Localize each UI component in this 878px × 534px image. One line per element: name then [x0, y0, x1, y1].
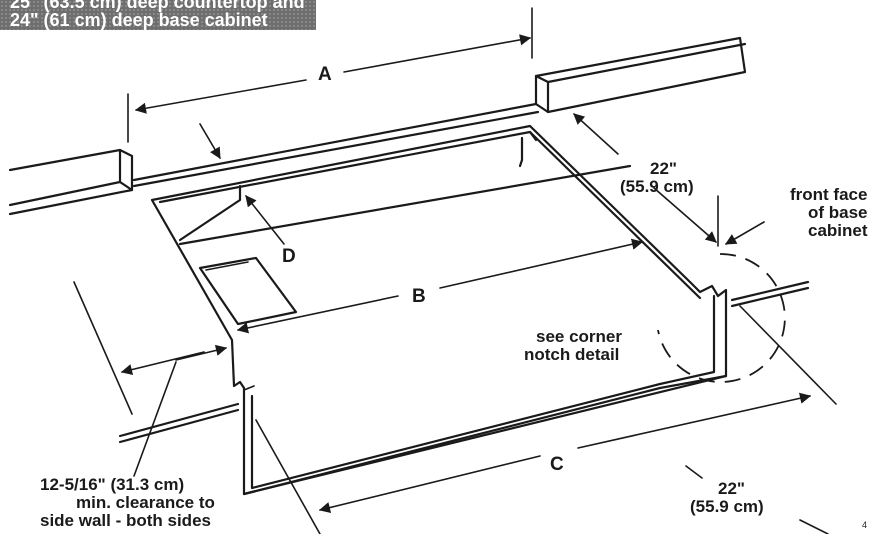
front-face-line-2: of base — [808, 203, 868, 222]
dimension-lines — [73, 7, 837, 534]
clearance-line-1: 12-5/16" (31.3 cm) — [40, 475, 184, 494]
corner-mark: 4 — [862, 520, 867, 530]
banner-line-2: 24" (61 cm) deep base cabinet — [10, 10, 268, 30]
front-face-line-1: front face — [790, 185, 867, 204]
depth-top-inches: 22" — [650, 159, 677, 178]
depth-bottom-inches: 22" — [718, 479, 745, 498]
diagram-labels: A B C D 22" (55.9 cm) front face of base… — [40, 64, 868, 530]
front-face-line-3: cabinet — [808, 221, 868, 240]
banner-line-1: 25" (63.5 cm) deep countertop and — [10, 0, 305, 12]
notch-detail-line-1: see corner — [536, 327, 622, 346]
label-d: D — [282, 246, 296, 267]
corner-notch-circle — [657, 253, 786, 383]
depth-bottom-cm: (55.9 cm) — [690, 497, 764, 516]
label-a: A — [318, 64, 332, 85]
left-rear-cabinet — [8, 148, 134, 216]
clearance-line-3: side wall - both sides — [40, 511, 211, 530]
title-banner: 25" (63.5 cm) deep countertop and 24" (6… — [0, 0, 316, 30]
label-b: B — [412, 286, 426, 307]
right-rear-cabinet — [534, 36, 747, 114]
label-c: C — [550, 454, 564, 475]
cutout-outline — [118, 102, 810, 496]
clearance-line-2: min. clearance to — [76, 493, 215, 512]
depth-top-cm: (55.9 cm) — [620, 177, 694, 196]
notch-detail-line-2: notch detail — [524, 345, 619, 364]
